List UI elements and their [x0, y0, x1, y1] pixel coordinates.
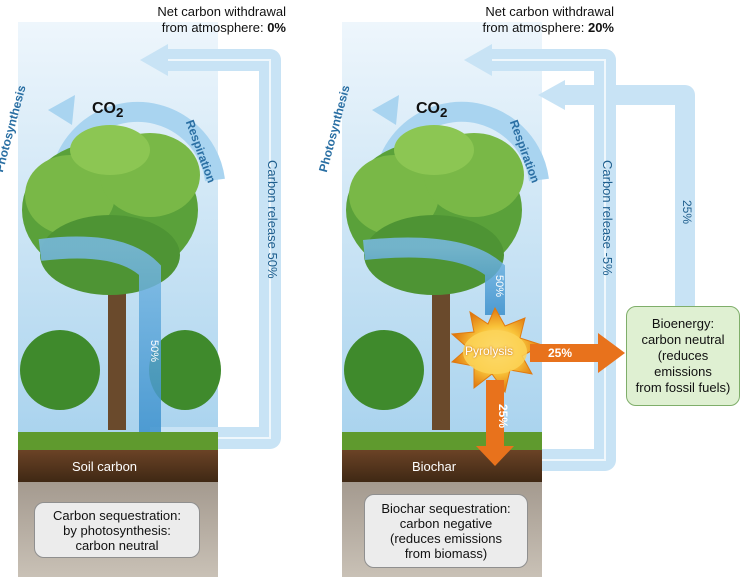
right-caption-line3: (reduces emissions	[390, 531, 502, 546]
bioenergy-line1: Bioenergy:	[651, 316, 715, 331]
left-down-flow	[38, 236, 161, 440]
left-flow-percent: 50%	[148, 340, 160, 363]
bioenergy-box: Bioenergy: carbon neutral (reduces emiss…	[626, 306, 740, 406]
left-net-withdrawal-line1: Net carbon withdrawal	[157, 4, 286, 19]
right-carbon-release-label: Carbon release -5%	[600, 160, 615, 276]
right-co2-text: CO	[416, 100, 440, 117]
left-caption-line2: by photosynthesis:	[63, 522, 171, 538]
right-down-flow	[362, 237, 505, 315]
bioenergy-return-percent: 25%	[680, 200, 694, 225]
left-soil	[18, 450, 218, 482]
left-caption-line1: Carbon sequestration:	[53, 507, 181, 523]
to-biochar-arrow-body	[486, 380, 504, 448]
right-co2-label: CO2	[416, 100, 447, 120]
left-net-withdrawal-line2: from atmosphere: 0%	[128, 20, 286, 36]
left-net-withdrawal: Net carbon withdrawal from atmosphere: 0…	[128, 4, 286, 36]
right-caption-line1: Biochar sequestration:	[381, 501, 511, 516]
bioenergy-return-arrow-body	[560, 85, 695, 308]
to-biochar-percent: 25%	[496, 404, 510, 429]
left-co2-label: CO2	[92, 100, 123, 120]
right-caption-box: Biochar sequestration: carbon negative (…	[364, 494, 528, 568]
to-bioenergy-percent: 25%	[548, 346, 573, 360]
right-caption-line4: from biomass)	[404, 546, 488, 561]
bioenergy-line3: (reduces	[657, 348, 709, 363]
right-co2-subscript: 2	[440, 105, 448, 121]
left-co2-subscript: 2	[116, 105, 124, 121]
to-biochar-arrow-head	[476, 446, 514, 466]
right-release-arrow-highlight	[490, 59, 606, 461]
left-release-arrow-head	[140, 44, 168, 76]
left-grass	[18, 432, 218, 450]
left-ground-label: Soil carbon	[72, 459, 138, 474]
right-caption-line2: carbon negative	[399, 516, 493, 531]
right-net-withdrawal-value: 20%	[587, 20, 614, 35]
right-net-withdrawal-prefix: from atmosphere:	[482, 20, 588, 35]
to-bioenergy-arrow-body	[530, 344, 600, 362]
bioenergy-return-arrow-head	[538, 80, 565, 110]
left-caption-line3: carbon neutral	[75, 537, 159, 553]
bioenergy-line4: emissions	[654, 364, 712, 379]
right-ring-arrowhead	[372, 95, 399, 125]
pyrolysis-core	[463, 330, 527, 374]
bioenergy-line5: from fossil fuels)	[635, 380, 731, 395]
left-panel	[18, 22, 281, 577]
right-ground-label: Biochar	[412, 459, 457, 474]
pyrolysis-label: Pyrolysis	[465, 344, 514, 358]
right-soil	[342, 450, 542, 482]
right-net-withdrawal-line2: from atmosphere: 20%	[452, 20, 614, 36]
right-release-arrow-head	[464, 44, 492, 76]
right-flow-percent: 50%	[493, 275, 505, 298]
left-co2-text: CO	[92, 100, 116, 117]
left-carbon-release-label: Carbon release 50%	[265, 160, 280, 279]
to-bioenergy-arrow-head	[598, 333, 625, 373]
left-caption-box: Carbon sequestration: by photosynthesis:…	[34, 502, 200, 558]
right-net-withdrawal: Net carbon withdrawal from atmosphere: 2…	[452, 4, 614, 36]
left-net-withdrawal-value: 0%	[267, 20, 286, 35]
left-ring-arrowhead	[48, 95, 75, 125]
right-net-withdrawal-line1: Net carbon withdrawal	[485, 4, 614, 19]
bioenergy-line2: carbon neutral	[641, 332, 725, 347]
left-net-withdrawal-prefix: from atmosphere:	[161, 20, 268, 35]
